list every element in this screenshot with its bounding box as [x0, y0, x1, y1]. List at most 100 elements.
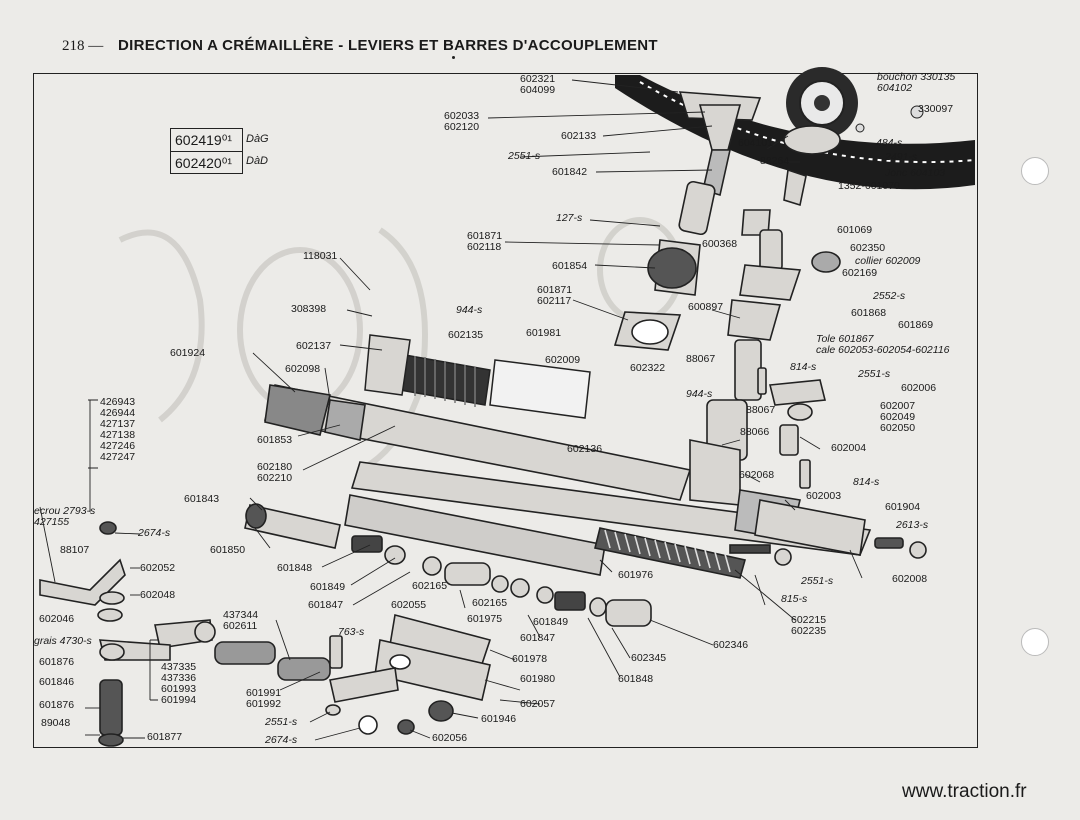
- part-label-814a: 814-s: [790, 362, 816, 373]
- part-number: 601946: [481, 713, 517, 725]
- part-number: 604101: [738, 137, 774, 149]
- part-number: 437344: [223, 609, 259, 621]
- ref-side-rhd: DàD: [246, 155, 269, 167]
- ref-code-lhd: 602419⁰¹: [171, 129, 242, 152]
- part-number: 426943: [100, 396, 136, 408]
- part-number: 602321: [520, 73, 556, 85]
- part-label-602006: 602006: [901, 383, 936, 394]
- part-label-601853: 601853: [257, 435, 292, 446]
- part-number: 602048: [140, 589, 176, 601]
- part-number: 944-s: [686, 388, 713, 400]
- part-label-602055: 602055: [391, 600, 426, 611]
- part-number: 601876: [39, 656, 75, 668]
- part-number: 602098: [285, 363, 321, 375]
- part-label-944a: 944-s: [456, 305, 482, 316]
- part-label-601846: 601846: [39, 677, 74, 688]
- part-number: 2674-s: [265, 734, 298, 746]
- part-number: 601991: [246, 687, 282, 699]
- part-number: bouchon 330135: [877, 71, 956, 83]
- part-label-814b: 814-s: [853, 477, 879, 488]
- part-number: 814-s: [853, 476, 880, 488]
- part-number: 602135: [448, 329, 484, 341]
- part-number: 602068: [739, 469, 775, 481]
- part-number: 601978: [512, 653, 548, 665]
- part-label-330097: 330097: [918, 104, 953, 115]
- part-label-815: 815-s: [781, 594, 807, 605]
- part-number: 427155: [34, 516, 70, 528]
- printer-dot: [452, 56, 455, 59]
- part-number: 118031: [303, 250, 338, 262]
- part-number: 600897: [688, 301, 724, 313]
- part-label-88066: 88066: [740, 427, 769, 438]
- part-label-602169: 602169: [842, 268, 877, 279]
- part-label-601842: 601842: [552, 167, 587, 178]
- part-number: 602006: [901, 382, 937, 394]
- part-number: 88067: [746, 404, 776, 416]
- part-label-600368: 600368: [702, 239, 737, 250]
- part-label-601980: 601980: [520, 674, 555, 685]
- part-label-88107: 88107: [60, 545, 89, 556]
- part-number: 601976: [618, 569, 654, 581]
- part-label-601854: 601854: [552, 261, 587, 272]
- part-label-601848b: 601848: [618, 674, 653, 685]
- part-number: 602136: [567, 443, 603, 455]
- part-number: 602117: [537, 295, 572, 307]
- part-number: 601876: [39, 699, 75, 711]
- rack-housing: [263, 384, 872, 579]
- part-number: 601853: [257, 434, 293, 446]
- part-number: 2674-s: [138, 527, 171, 539]
- part-number: 601994: [161, 694, 197, 706]
- part-number: 601848: [618, 673, 654, 685]
- site-url[interactable]: www.traction.fr: [902, 781, 1027, 802]
- part-label-1352: 1352-601070: [838, 181, 900, 192]
- reference-box: 602419⁰¹ 602420⁰¹: [170, 128, 243, 174]
- part-number: 601843: [184, 493, 220, 505]
- part-number: 427246: [100, 440, 136, 452]
- part-label-944b: 944-s: [686, 389, 712, 400]
- part-label-601876b: 601876: [39, 700, 74, 711]
- part-number: 601975: [467, 613, 503, 625]
- part-label-484: 484-s: [876, 138, 902, 149]
- part-number: Jonc 604103: [885, 167, 946, 179]
- page-number: 218 —: [62, 38, 104, 54]
- part-label-602048: 602048: [140, 590, 175, 601]
- part-number: 602004: [831, 442, 867, 454]
- part-number: 602007: [880, 400, 916, 412]
- part-number: 427137: [100, 418, 136, 430]
- part-number: 437336: [161, 672, 197, 684]
- part-label-602068: 602068: [739, 470, 774, 481]
- part-number: 88264: [760, 155, 790, 167]
- part-number: 602133: [561, 130, 597, 142]
- part-label-601869: 601869: [898, 320, 933, 331]
- part-label-2551a: 2551-s: [508, 151, 540, 162]
- part-number: 602050: [880, 422, 916, 434]
- page-title: DIRECTION A CRÉMAILLÈRE - LEVIERS ET BAR…: [118, 37, 658, 54]
- part-number: 2551-s: [265, 716, 298, 728]
- part-label-88067a: 88067: [686, 354, 715, 365]
- part-number: Tole 601867: [816, 333, 874, 345]
- part-label-601981: 601981: [526, 328, 561, 339]
- part-number: 604102: [877, 82, 913, 94]
- part-number: 601993: [161, 683, 197, 695]
- part-number: 763-s: [338, 626, 365, 638]
- part-label-602137: 602137: [296, 341, 331, 352]
- part-label-601847a: 601847: [308, 600, 343, 611]
- part-number: 601854: [552, 260, 588, 272]
- part-label-602346: 602346: [713, 640, 748, 651]
- part-number: 602118: [467, 241, 502, 253]
- part-label-602165b: 602165: [472, 598, 507, 609]
- part-label-2674b: 2674-s: [265, 735, 297, 746]
- part-label-602057: 602057: [520, 699, 555, 710]
- part-label-88067b: 88067: [746, 405, 775, 416]
- part-number: 602052: [140, 562, 176, 574]
- part-number: 601992: [246, 698, 282, 710]
